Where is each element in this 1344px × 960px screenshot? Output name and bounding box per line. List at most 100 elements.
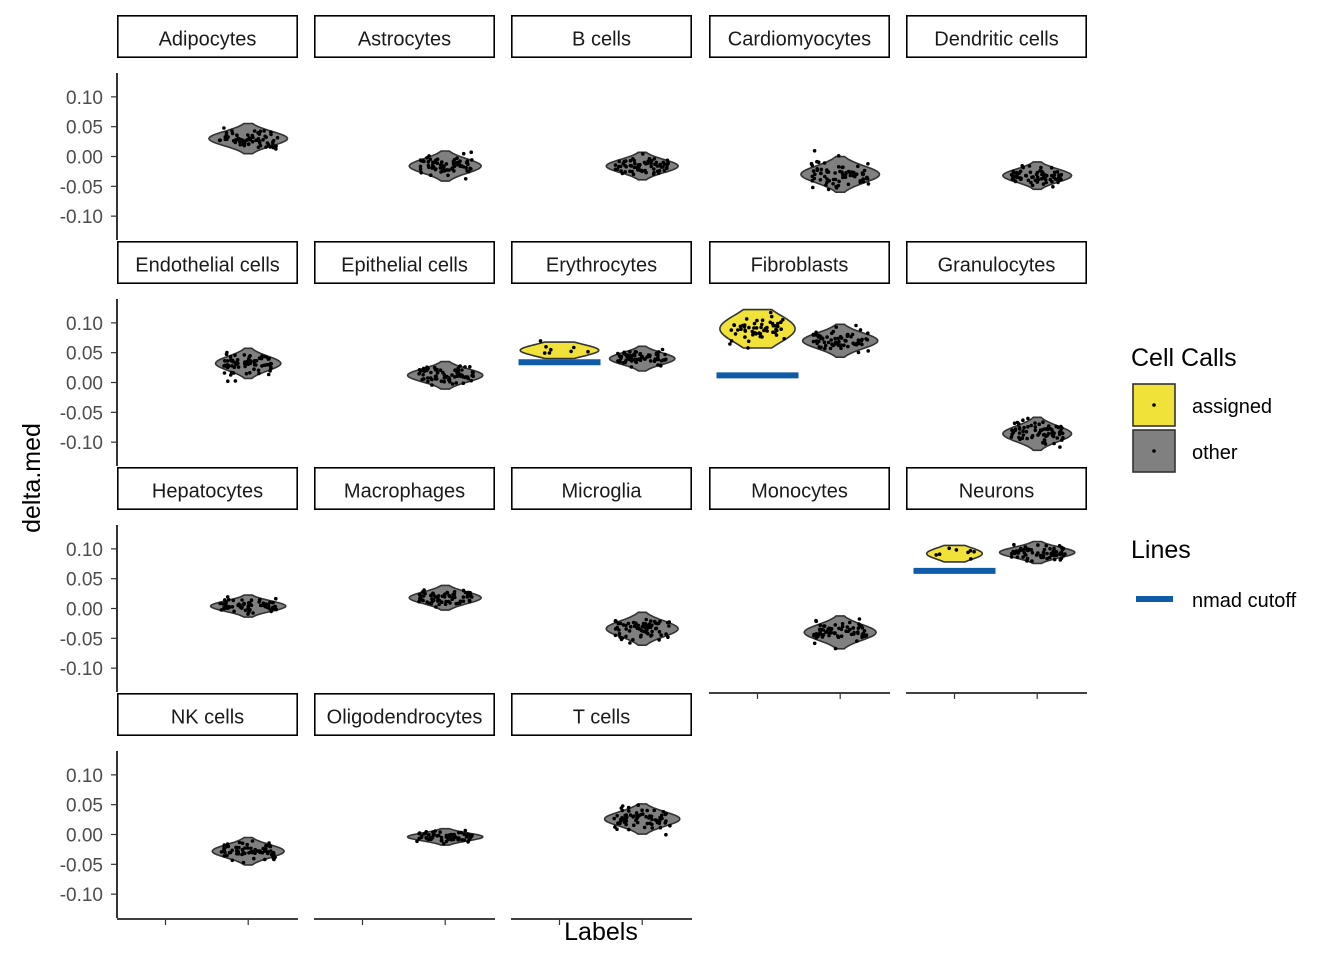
data-point: [435, 377, 439, 381]
data-point: [617, 631, 622, 636]
data-point: [243, 364, 247, 369]
data-point: [861, 172, 865, 177]
data-point: [760, 335, 764, 339]
legend-key-point: [1152, 449, 1156, 453]
data-point: [846, 182, 851, 187]
data-point: [647, 156, 652, 161]
data-point: [644, 617, 648, 622]
data-point: [461, 151, 466, 156]
data-point: [613, 163, 618, 167]
data-point: [638, 358, 643, 363]
data-point: [834, 325, 838, 329]
data-point: [1045, 427, 1050, 432]
data-point: [1034, 172, 1039, 177]
data-point: [666, 635, 670, 639]
facet-panel: B cells: [510, 15, 692, 181]
legend-item-label: nmad cutoff: [1192, 590, 1297, 612]
y-tick-label: 0.00: [66, 600, 103, 621]
data-point: [822, 624, 826, 628]
data-point: [613, 619, 618, 623]
data-point: [818, 178, 823, 182]
data-point: [613, 633, 618, 638]
data-point: [657, 638, 661, 642]
data-point: [266, 372, 271, 377]
data-point: [250, 133, 255, 138]
data-point: [1030, 435, 1034, 440]
data-point: [271, 138, 276, 143]
data-point: [244, 371, 249, 376]
data-point: [271, 855, 275, 860]
data-point: [417, 831, 421, 836]
data-point: [227, 850, 232, 855]
data-point: [430, 166, 435, 170]
data-point: [664, 812, 668, 816]
data-point: [729, 339, 734, 343]
data-point: [442, 164, 446, 169]
data-point: [820, 633, 824, 637]
data-point: [253, 851, 257, 855]
data-point: [463, 177, 468, 181]
data-point: [549, 347, 553, 352]
data-point: [1009, 551, 1014, 556]
data-point: [275, 135, 280, 140]
data-point: [652, 167, 656, 171]
data-point: [849, 632, 854, 637]
data-point: [666, 620, 670, 625]
data-point: [225, 606, 230, 610]
data-point: [649, 619, 653, 623]
data-point: [836, 343, 841, 348]
data-point: [1043, 442, 1048, 446]
data-point: [217, 138, 222, 143]
data-point: [235, 358, 240, 362]
data-point: [816, 634, 820, 639]
data-point: [640, 808, 644, 812]
data-point: [427, 154, 431, 158]
data-point: [1052, 441, 1056, 446]
data-point: [458, 164, 462, 168]
data-point: [654, 626, 658, 631]
data-point: [947, 546, 951, 551]
data-point: [1042, 547, 1047, 552]
data-point: [241, 860, 246, 865]
data-point: [1018, 169, 1023, 174]
data-point: [430, 377, 434, 382]
data-point: [440, 169, 445, 173]
data-point: [855, 639, 859, 643]
data-point: [230, 129, 234, 133]
data-point: [1052, 546, 1056, 551]
data-point: [833, 340, 838, 345]
data-point: [237, 138, 242, 142]
data-point: [848, 173, 853, 178]
data-point: [1026, 416, 1030, 421]
data-point: [442, 379, 447, 384]
data-point: [1022, 425, 1026, 430]
data-point: [732, 323, 737, 328]
data-point: [665, 158, 670, 163]
data-point: [445, 168, 449, 172]
data-point: [224, 364, 229, 369]
data-point: [446, 837, 450, 842]
data-point: [856, 630, 860, 634]
data-point: [811, 169, 816, 173]
data-point: [652, 157, 657, 161]
data-point: [422, 159, 426, 164]
data-point: [458, 159, 462, 163]
data-point: [739, 327, 743, 332]
data-point: [625, 353, 630, 357]
x-axis: [511, 918, 692, 925]
data-point: [846, 344, 850, 349]
data-point: [451, 162, 456, 166]
data-point: [235, 133, 239, 137]
data-point: [972, 549, 976, 554]
data-point: [450, 166, 455, 170]
y-tick-label: 0.00: [66, 826, 103, 847]
data-point: [622, 350, 626, 355]
data-point: [462, 838, 467, 842]
data-point: [644, 162, 648, 166]
y-tick-label: 0.10: [66, 88, 103, 109]
data-point: [452, 594, 456, 598]
data-point: [810, 163, 814, 168]
facet-strip: [708, 15, 890, 59]
data-point: [222, 126, 226, 130]
facet-strip-label: Hepatocytes: [152, 481, 263, 503]
